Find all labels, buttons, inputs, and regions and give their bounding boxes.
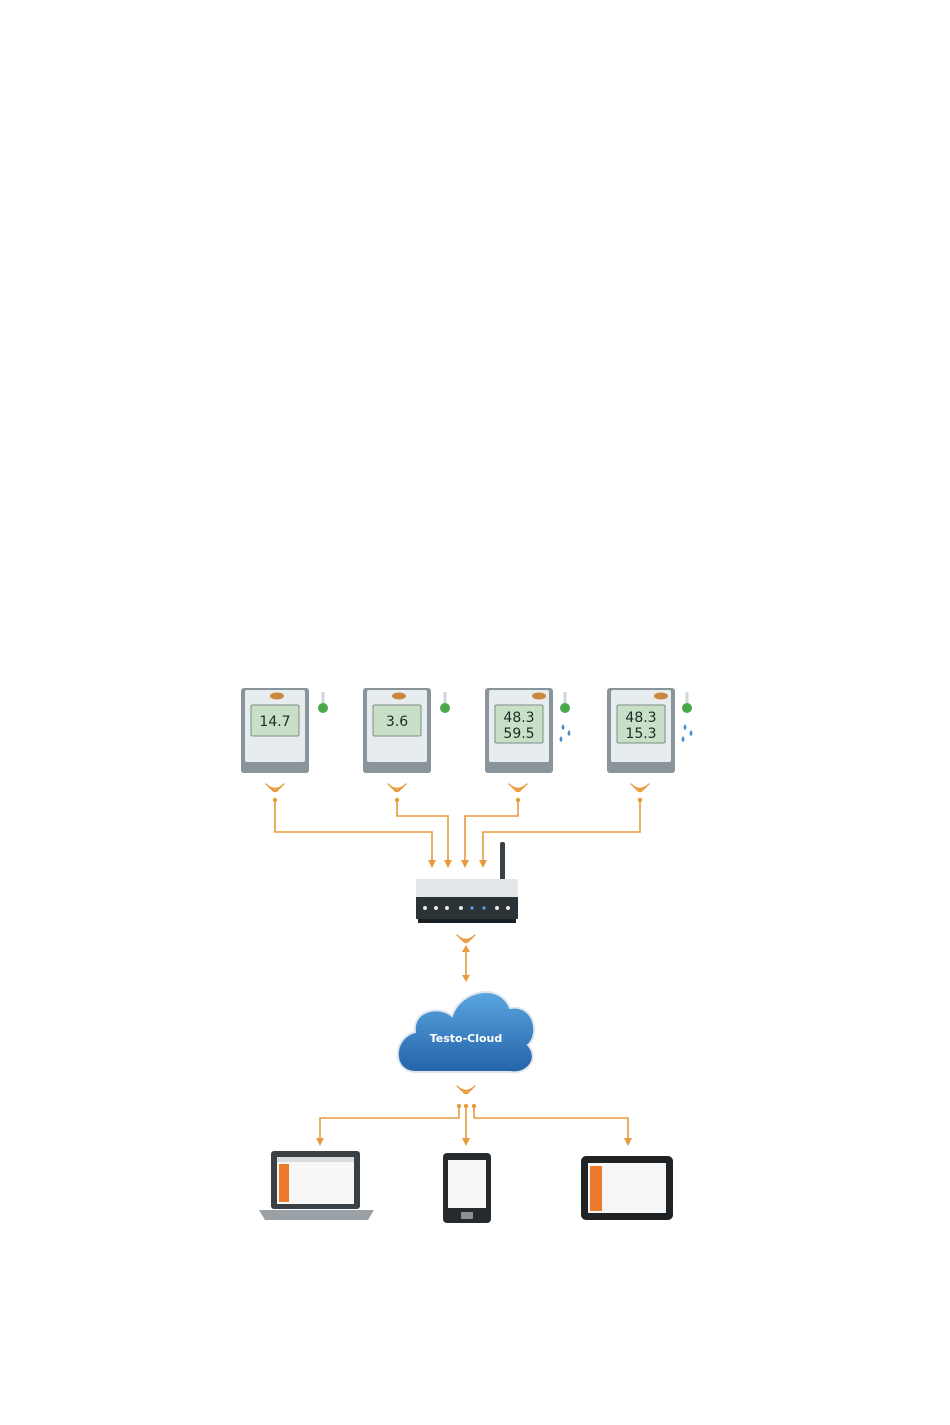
thermometer-icon bbox=[682, 692, 692, 713]
connector-cloud-tablet bbox=[474, 1106, 628, 1140]
connector-lines bbox=[275, 800, 640, 1140]
connector-logger-4 bbox=[483, 800, 640, 862]
connector-dot bbox=[472, 1104, 476, 1108]
logger-2: 3.6 bbox=[363, 688, 450, 773]
cloud-label: Testo-Cloud bbox=[430, 1032, 503, 1045]
arrow-head-icon bbox=[462, 945, 470, 952]
logger-3: 48.3 59.5 bbox=[485, 688, 571, 773]
smartphone-icon bbox=[443, 1153, 491, 1223]
logger-reading-2: 15.3 bbox=[625, 726, 656, 742]
connector-logger-2 bbox=[397, 800, 448, 862]
connector-dot bbox=[516, 798, 520, 802]
connector-logger-1 bbox=[275, 800, 432, 862]
testo-cloud: Testo-Cloud bbox=[398, 992, 534, 1072]
wifi-signal-icon bbox=[509, 784, 527, 792]
logger-logo-icon bbox=[654, 693, 668, 700]
logger-reading-1: 48.3 bbox=[625, 710, 656, 726]
thermometer-icon bbox=[318, 692, 328, 713]
arrow-head-icon bbox=[624, 1138, 632, 1146]
wifi-signal-icon bbox=[631, 784, 649, 792]
laptop-icon bbox=[259, 1151, 374, 1220]
router-base bbox=[418, 919, 516, 923]
arrow-head-icon bbox=[479, 860, 487, 868]
logger-reading-1: 3.6 bbox=[386, 714, 408, 730]
arrow-head-icon bbox=[316, 1138, 324, 1146]
arrow-heads bbox=[273, 798, 642, 1146]
humidity-drops-icon bbox=[682, 724, 693, 742]
humidity-drops-icon bbox=[560, 724, 571, 742]
router-antenna bbox=[500, 842, 505, 882]
wifi-signal-icon bbox=[457, 935, 475, 943]
logger-reading-2: 59.5 bbox=[503, 726, 534, 742]
arrow-head-icon bbox=[444, 860, 452, 868]
arrow-head-icon bbox=[428, 860, 436, 868]
thermometer-icon bbox=[560, 692, 570, 713]
arrow-head-icon bbox=[462, 975, 470, 982]
arrow-head-icon bbox=[462, 1138, 470, 1146]
router-top bbox=[416, 879, 518, 897]
connector-dot bbox=[464, 1104, 468, 1108]
connector-dot bbox=[457, 1104, 461, 1108]
wifi-signal-icon bbox=[266, 784, 284, 792]
logger-logo-icon bbox=[270, 693, 284, 700]
connector-dot bbox=[273, 798, 277, 802]
connector-dot bbox=[395, 798, 399, 802]
logger-reading-1: 14.7 bbox=[259, 714, 290, 730]
wifi-signal-icon bbox=[457, 1086, 475, 1094]
wifi-signal-icon bbox=[388, 784, 406, 792]
logger-reading-1: 48.3 bbox=[503, 710, 534, 726]
thermometer-icon bbox=[440, 692, 450, 713]
logger-logo-icon bbox=[392, 693, 406, 700]
logger-1: 14.7 bbox=[241, 688, 328, 773]
connector-cloud-laptop bbox=[320, 1106, 459, 1140]
arrow-head-icon bbox=[461, 860, 469, 868]
tablet-icon bbox=[581, 1156, 673, 1220]
connector-logger-3 bbox=[465, 800, 518, 862]
logger-logo-icon bbox=[532, 693, 546, 700]
router-panel bbox=[416, 897, 518, 919]
logger-4: 48.3 15.3 bbox=[607, 688, 693, 773]
connector-dot bbox=[638, 798, 642, 802]
